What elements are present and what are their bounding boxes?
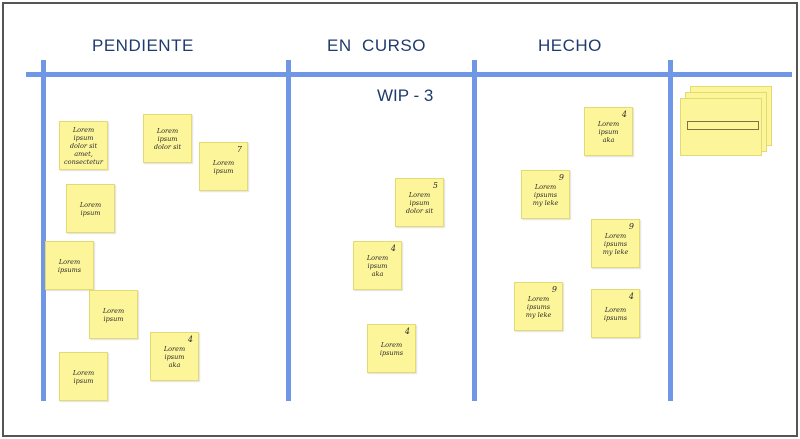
header-divider-line — [26, 72, 792, 77]
note-text: Lorem ipsum aka — [366, 253, 389, 278]
note-number: 9 — [558, 173, 564, 182]
note-text: Lorem ipsum dolor sit amet, consectetur — [64, 125, 103, 166]
sticky-note[interactable]: 4 Lorem ipsums — [367, 324, 416, 373]
sticky-note[interactable]: 9 Lorem ipsums my leke — [591, 219, 640, 268]
note-text: Lorem ipsum — [212, 158, 235, 175]
sticky-note[interactable]: Lorem ipsum — [89, 290, 138, 339]
note-text: Lorem ipsums — [379, 340, 404, 357]
note-text: Lorem ipsum dolor sit — [405, 190, 434, 215]
sticky-note[interactable]: 4 Lorem ipsum aka — [584, 107, 633, 156]
sticky-note[interactable]: 9 Lorem ipsums my leke — [514, 282, 563, 331]
note-text: Lorem ipsums my leke — [525, 294, 552, 319]
sticky-note[interactable]: 4 Lorem ipsums — [591, 289, 640, 338]
backlog-card-stack[interactable] — [680, 86, 775, 158]
column-title-pendiente: PENDIENTE — [92, 36, 194, 55]
note-text: Lorem ipsums — [603, 305, 628, 322]
sticky-note[interactable]: 4 Lorem ipsum aka — [150, 332, 199, 381]
note-text: Lorem ipsum dolor sit — [153, 126, 182, 151]
column-title-en-curso: EN CURSO — [327, 36, 426, 55]
sticky-note[interactable]: 4 Lorem ipsum aka — [353, 241, 402, 290]
note-number: 7 — [236, 145, 242, 154]
note-number: 9 — [628, 222, 634, 231]
note-text: Lorem ipsum — [72, 368, 95, 385]
note-text: Lorem ipsums — [57, 257, 82, 274]
lane-line-hecho-backlog — [668, 60, 673, 401]
note-text: Lorem ipsum aka — [597, 119, 620, 144]
note-text: Lorem ipsums my leke — [602, 231, 629, 256]
lane-line-pendiente-en-curso — [286, 60, 291, 401]
lane-line-en-curso-hecho — [472, 60, 477, 401]
note-number: 9 — [551, 285, 557, 294]
note-number: 5 — [432, 181, 438, 190]
sticky-note[interactable]: 9 Lorem ipsums my leke — [521, 170, 570, 219]
lane-line-left — [41, 60, 46, 401]
sticky-note[interactable]: 7 Lorem ipsum — [199, 142, 248, 191]
stack-card-bar — [687, 121, 759, 130]
sticky-note[interactable]: Lorem ipsum — [59, 352, 108, 401]
note-number: 4 — [628, 292, 634, 301]
column-title-hecho: HECHO — [538, 36, 602, 55]
sticky-note[interactable]: Lorem ipsums — [45, 241, 94, 290]
sticky-note[interactable]: Lorem ipsum dolor sit amet, consectetur — [59, 121, 108, 170]
note-text: Lorem ipsum — [102, 306, 125, 323]
note-number: 4 — [187, 335, 193, 344]
sticky-note[interactable]: 5 Lorem ipsum dolor sit — [395, 178, 444, 227]
note-number: 4 — [390, 244, 396, 253]
note-text: Lorem ipsums my leke — [532, 182, 559, 207]
wip-limit-label: WIP - 3 — [377, 86, 434, 105]
sticky-note[interactable]: Lorem ipsum dolor sit — [143, 114, 192, 163]
note-text: Lorem ipsum — [79, 200, 102, 217]
note-number: 4 — [621, 110, 627, 119]
sticky-note[interactable]: Lorem ipsum — [66, 184, 115, 233]
stack-card-front — [680, 98, 762, 156]
note-text: Lorem ipsum aka — [163, 344, 186, 369]
note-number: 4 — [404, 327, 410, 336]
